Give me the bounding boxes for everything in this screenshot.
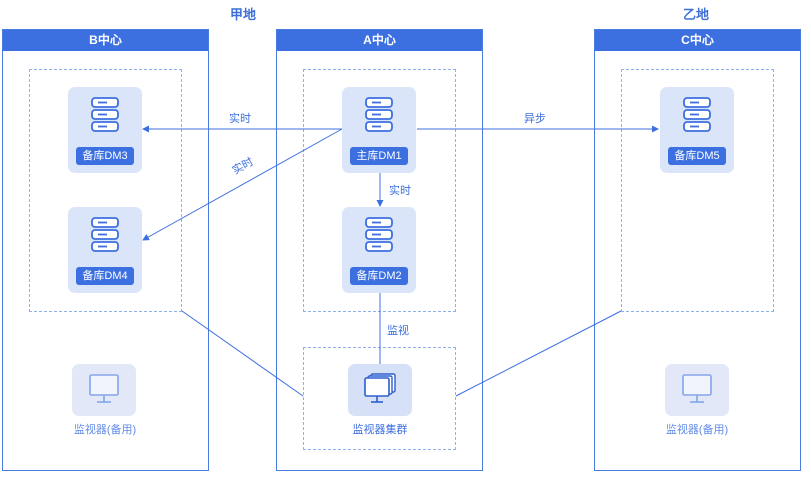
database-icon bbox=[365, 217, 393, 252]
edge-monitor-b bbox=[181, 310, 304, 397]
node-dm4[interactable]: 备库DM4 bbox=[68, 207, 142, 293]
database-icon bbox=[683, 97, 711, 132]
node-dm5-label: 备库DM5 bbox=[668, 147, 726, 165]
node-dm1[interactable]: 主库DM1 bbox=[342, 87, 416, 173]
node-dm3-label: 备库DM3 bbox=[76, 147, 134, 165]
node-dm3[interactable]: 备库DM3 bbox=[68, 87, 142, 173]
center-c-title: C中心 bbox=[595, 30, 800, 51]
edge-monitor-c bbox=[455, 310, 622, 397]
database-icon bbox=[365, 97, 393, 132]
monitor-cluster-a-caption: 监视器集群 bbox=[352, 424, 408, 436]
region-label-yi: 乙地 bbox=[682, 7, 709, 22]
monitor-icon bbox=[89, 374, 119, 403]
monitor-icon bbox=[682, 374, 712, 403]
node-dm5[interactable]: 备库DM5 bbox=[660, 87, 734, 173]
database-icon bbox=[91, 217, 119, 252]
monitor-cluster-a[interactable] bbox=[348, 364, 412, 416]
edge-label-dm1-dm2: 实时 bbox=[389, 185, 411, 197]
edge-label-dm1-dm3: 实时 bbox=[229, 113, 251, 125]
center-b-title: B中心 bbox=[3, 30, 208, 51]
node-dm2[interactable]: 备库DM2 bbox=[342, 207, 416, 293]
node-dm1-label: 主库DM1 bbox=[350, 147, 408, 165]
edge-dm1-dm4 bbox=[142, 128, 343, 241]
monitor-b[interactable] bbox=[72, 364, 136, 416]
center-a-title: A中心 bbox=[277, 30, 482, 51]
edge-label-dm1-dm5: 异步 bbox=[524, 113, 546, 125]
monitor-c-caption: 监视器(备用) bbox=[665, 424, 729, 436]
region-label-jia: 甲地 bbox=[229, 7, 256, 22]
edge-label-monitor: 监视 bbox=[387, 325, 409, 337]
node-dm2-label: 备库DM2 bbox=[350, 267, 408, 285]
monitor-c[interactable] bbox=[665, 364, 729, 416]
center-c-db-group bbox=[621, 69, 774, 312]
database-icon bbox=[91, 97, 119, 132]
monitor-cluster-icon bbox=[364, 373, 396, 403]
center-b-db-group bbox=[29, 69, 182, 312]
monitor-b-caption: 监视器(备用) bbox=[73, 424, 137, 436]
node-dm4-label: 备库DM4 bbox=[76, 267, 134, 285]
